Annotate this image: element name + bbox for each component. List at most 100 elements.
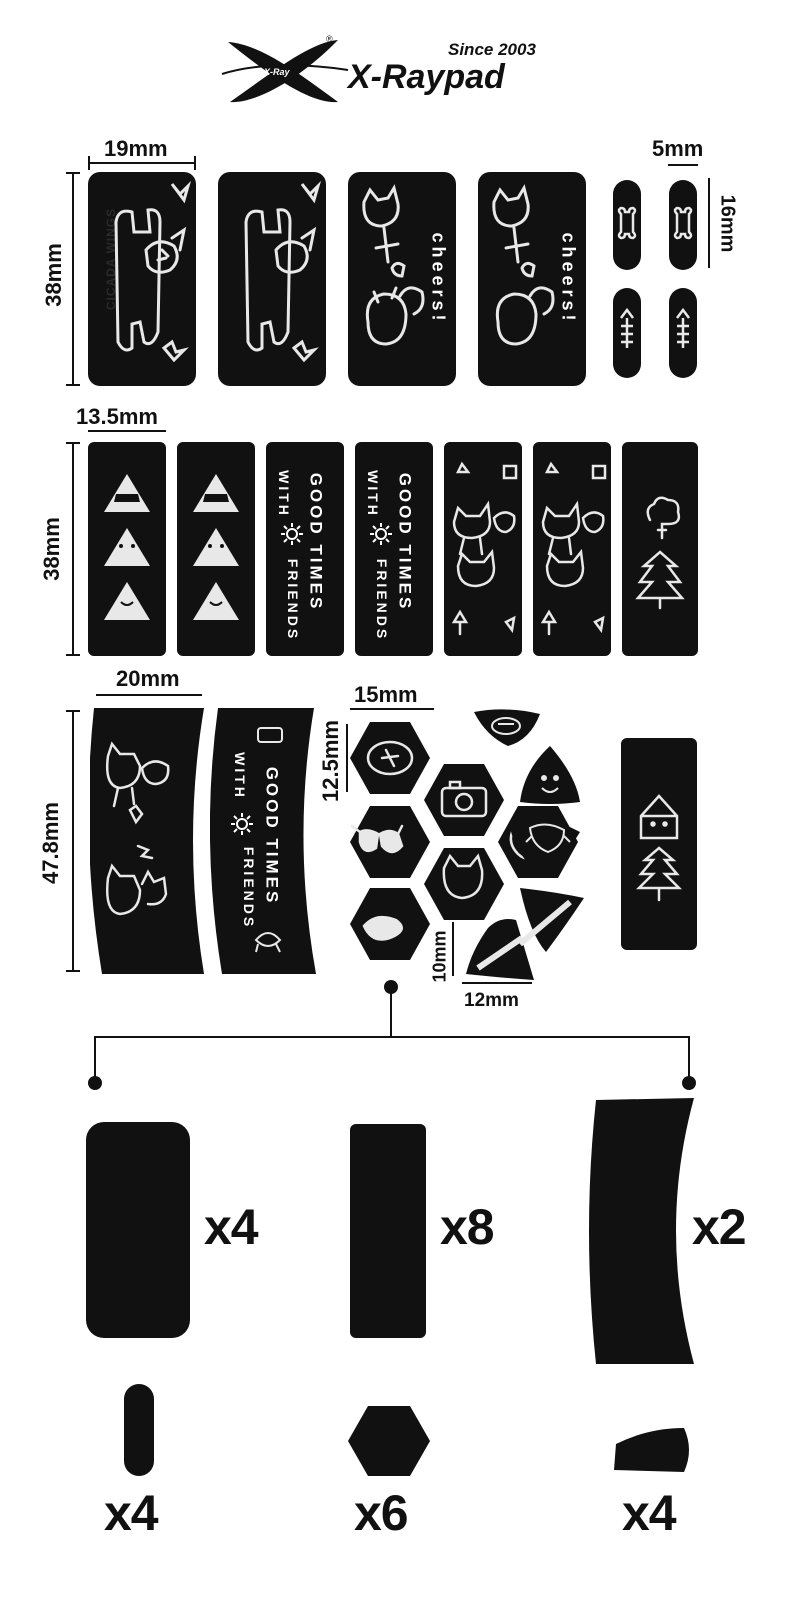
hex-width-label: 15mm xyxy=(354,682,418,707)
count-pill: x4 xyxy=(104,1485,159,1541)
sun-icon xyxy=(370,523,392,545)
dim-tick xyxy=(66,442,80,444)
sticker-pad-cats xyxy=(533,442,611,656)
row1-width-line xyxy=(88,162,196,164)
sticker-pad-house-tree xyxy=(621,738,697,950)
cheers-text: cheers! xyxy=(558,232,579,325)
bone-icon xyxy=(617,206,637,240)
count-rectangle: x4 xyxy=(204,1199,259,1255)
row2-height-label: 38mm xyxy=(38,517,64,581)
cat-doodle-icon xyxy=(492,184,555,346)
triangle-height-line xyxy=(452,922,454,976)
shape-pill xyxy=(124,1384,154,1476)
connector-line xyxy=(94,1036,690,1038)
friends-text: FRIENDS xyxy=(285,558,302,642)
with-text: WITH xyxy=(231,752,248,800)
dog-doodle-icon xyxy=(244,180,322,363)
dim-tick xyxy=(66,172,80,174)
connector-dot xyxy=(384,980,398,994)
hex-height-label: 12.5mm xyxy=(317,720,343,802)
triangle-height-label: 10mm xyxy=(429,930,450,983)
x-ray-logo-icon: X-Ray xyxy=(221,40,349,103)
sticker-pad-trees xyxy=(622,442,698,656)
connector-line xyxy=(390,990,392,1036)
curved-height-line xyxy=(72,710,74,972)
sticker-pill-bone xyxy=(669,180,697,270)
connector-line xyxy=(688,1036,690,1080)
connector-dot xyxy=(88,1076,102,1090)
house-tree-icon xyxy=(635,794,683,902)
connector-line xyxy=(94,1036,96,1080)
cats-doodle-icon xyxy=(540,461,607,636)
row1-width-label: 19mm xyxy=(104,136,168,161)
count-curved-strip: x2 xyxy=(692,1199,747,1255)
shape-rectangle xyxy=(86,1122,190,1338)
friends-text: FRIENDS xyxy=(374,558,391,642)
shape-triangle xyxy=(614,1428,689,1472)
dog-doodle-icon xyxy=(114,180,192,363)
sticker-pad-dog: CICADA WINGS xyxy=(88,172,196,386)
dim-tick xyxy=(88,156,90,170)
row1-height-label: 38mm xyxy=(40,243,66,307)
row2-width-line xyxy=(88,430,166,432)
dim-tick xyxy=(66,384,80,386)
dim-tick xyxy=(194,156,196,170)
sticker-pad-dog xyxy=(218,172,326,386)
cat-doodle-icon xyxy=(362,184,425,346)
sun-icon xyxy=(281,523,303,545)
curved-width-line xyxy=(96,694,202,696)
sticker-pad-cheers: cheers! xyxy=(478,172,586,386)
curved-sticker-dogs xyxy=(90,708,204,974)
row1-height-line xyxy=(72,172,74,386)
pill-width-line xyxy=(668,164,698,166)
dim-tick xyxy=(66,970,80,972)
curved-width-label: 20mm xyxy=(116,666,180,691)
triangle-width-line xyxy=(462,982,532,984)
dim-tick xyxy=(66,654,80,656)
fishbone-icon xyxy=(676,307,690,348)
shape-curved-strip xyxy=(589,1098,694,1364)
with-text: WITH xyxy=(275,470,292,518)
sticker-pad-rice-balls xyxy=(88,442,166,656)
friends-text: FRIENDS xyxy=(241,846,258,930)
curved-sticker-good-times xyxy=(210,708,316,974)
count-hexagon: x6 xyxy=(354,1485,409,1541)
hex-height-line xyxy=(346,724,348,792)
logo-text: X-Ray xyxy=(263,67,291,77)
sun-icon xyxy=(231,813,253,835)
connector-dot xyxy=(682,1076,696,1090)
brand-name: X-Raypad xyxy=(348,58,505,96)
good-times-text: GOOD TIMES xyxy=(395,472,415,612)
cheers-text: cheers! xyxy=(428,232,449,325)
tree-icon xyxy=(635,496,685,610)
good-times-text: GOOD TIMES xyxy=(306,472,326,612)
sticker-pad-cats xyxy=(444,442,522,656)
sticker-pill-fishbone xyxy=(613,288,641,378)
pill-width-label: 5mm xyxy=(652,136,704,161)
cats-doodle-icon xyxy=(451,461,518,636)
count-narrow-rectangle: x8 xyxy=(440,1199,495,1255)
registered-mark: ® xyxy=(326,34,333,44)
sticker-pad-good-times: GOOD TIMES WITH FRIENDS xyxy=(355,442,433,656)
sticker-pill-bone xyxy=(613,180,641,270)
sticker-pad-cheers: cheers! xyxy=(348,172,456,386)
count-triangle: x4 xyxy=(622,1485,677,1541)
brand-header: X-Ray ® Since 2003 X-Raypad xyxy=(220,34,560,108)
good-times-text: GOOD TIMES xyxy=(262,766,282,906)
hex-width-line xyxy=(350,708,434,710)
shape-hexagon xyxy=(348,1406,430,1476)
sticker-pad-good-times: GOOD TIMES WITH FRIENDS xyxy=(266,442,344,656)
row2-width-label: 13.5mm xyxy=(76,404,158,429)
fishbone-icon xyxy=(620,307,634,348)
rice-ball-icon xyxy=(193,474,239,620)
pill-height-line xyxy=(708,178,710,268)
curved-height-label: 47.8mm xyxy=(37,802,63,884)
sticker-pad-rice-balls xyxy=(177,442,255,656)
brand-since: Since 2003 xyxy=(448,40,536,59)
sticker-pill-fishbone xyxy=(669,288,697,378)
pill-height-label: 16mm xyxy=(716,194,739,253)
dim-tick xyxy=(66,710,80,712)
rice-ball-icon xyxy=(104,474,150,620)
triangle-width-label: 12mm xyxy=(464,990,519,1011)
bone-icon xyxy=(673,206,693,240)
